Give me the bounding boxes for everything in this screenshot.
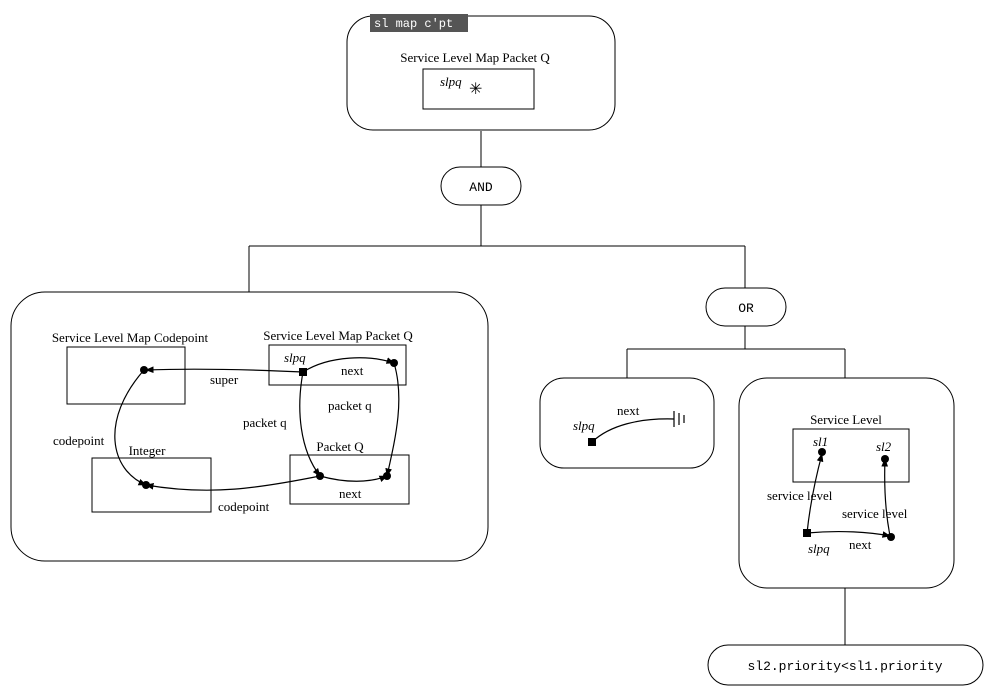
or-node: OR: [705, 287, 787, 327]
codepoint-node-marker: [140, 366, 148, 374]
mid-edge-next: [591, 418, 675, 443]
label-service-level-left: service level: [767, 488, 833, 503]
edge-codepoint-left: [114, 369, 147, 486]
edge-packetq-right: [385, 362, 400, 477]
condition-text: sl2.priority<sl1.priority: [747, 659, 942, 674]
left-slpq-var: slpq: [284, 350, 306, 365]
label-codepoint-bottom: codepoint: [218, 499, 270, 514]
edge-codepoint-bottom: [145, 475, 321, 491]
service-level-box-title: Service Level: [810, 412, 882, 427]
codepoint-box-title: Service Level Map Codepoint: [52, 330, 209, 345]
label-packetq-right: packet q: [328, 398, 372, 413]
mid-slpq-marker: [588, 438, 596, 446]
or-label: OR: [738, 301, 754, 316]
mid-frame: slpq next: [539, 377, 715, 469]
packetq-map-box-title: Service Level Map Packet Q: [263, 328, 413, 343]
mid-slpq-var: slpq: [573, 418, 595, 433]
integer-box: [91, 457, 212, 513]
header-node-var: slpq: [440, 74, 462, 89]
next-node-marker: [390, 359, 398, 367]
right-frame: Service Level sl1 sl2 service level serv…: [738, 377, 955, 589]
service-level-box: [792, 428, 910, 483]
label-next-right: next: [849, 537, 872, 552]
label-next-top: next: [341, 363, 364, 378]
sl2-var: sl2: [876, 439, 892, 454]
header-frame: sl map c'pt Service Level Map Packet Q s…: [346, 14, 616, 131]
header-tag-bg: [370, 14, 468, 32]
sl1-marker: [818, 448, 826, 456]
header-node-box: [422, 68, 535, 110]
condition-node: sl2.priority<sl1.priority: [707, 644, 984, 686]
mid-next-label: next: [617, 403, 640, 418]
right-slpq-marker: [803, 529, 811, 537]
label-next-bottom: next: [339, 486, 362, 501]
next-marker-right: [887, 533, 895, 541]
edge-super: [145, 366, 304, 374]
packetq-box: [289, 454, 410, 505]
integer-node-marker: [142, 481, 150, 489]
sl1-var: sl1: [813, 434, 828, 449]
label-packetq-left: packet q: [243, 415, 287, 430]
star-icon: ✳: [469, 81, 482, 98]
and-node: AND: [440, 166, 522, 206]
edge-next-bottom: [319, 475, 388, 482]
sl2-marker: [881, 455, 889, 463]
edge-next-right: [806, 530, 891, 538]
left-frame: Service Level Map Codepoint Service Leve…: [10, 291, 489, 562]
ground-icon: [673, 411, 685, 427]
header-title: Service Level Map Packet Q: [400, 50, 550, 65]
packetq-map-box: [268, 344, 407, 386]
label-super: super: [210, 372, 239, 387]
and-label: AND: [469, 180, 493, 195]
slpq-node-marker: [299, 368, 307, 376]
tree-connectors: [248, 131, 846, 645]
edge-service-level-left: [806, 453, 824, 534]
edge-next-top: [302, 357, 395, 373]
packetq-box-title: Packet Q: [316, 439, 364, 454]
edge-packetq-left: [299, 371, 321, 477]
packetq-node-marker-b: [383, 472, 391, 480]
integer-box-title: Integer: [129, 443, 166, 458]
right-slpq-var: slpq: [808, 541, 830, 556]
label-service-level-right: service level: [842, 506, 908, 521]
header-tag: sl map c'pt: [374, 17, 453, 31]
label-codepoint-left: codepoint: [53, 433, 105, 448]
packetq-node-marker-a: [316, 472, 324, 480]
edge-service-level-right: [881, 458, 891, 537]
